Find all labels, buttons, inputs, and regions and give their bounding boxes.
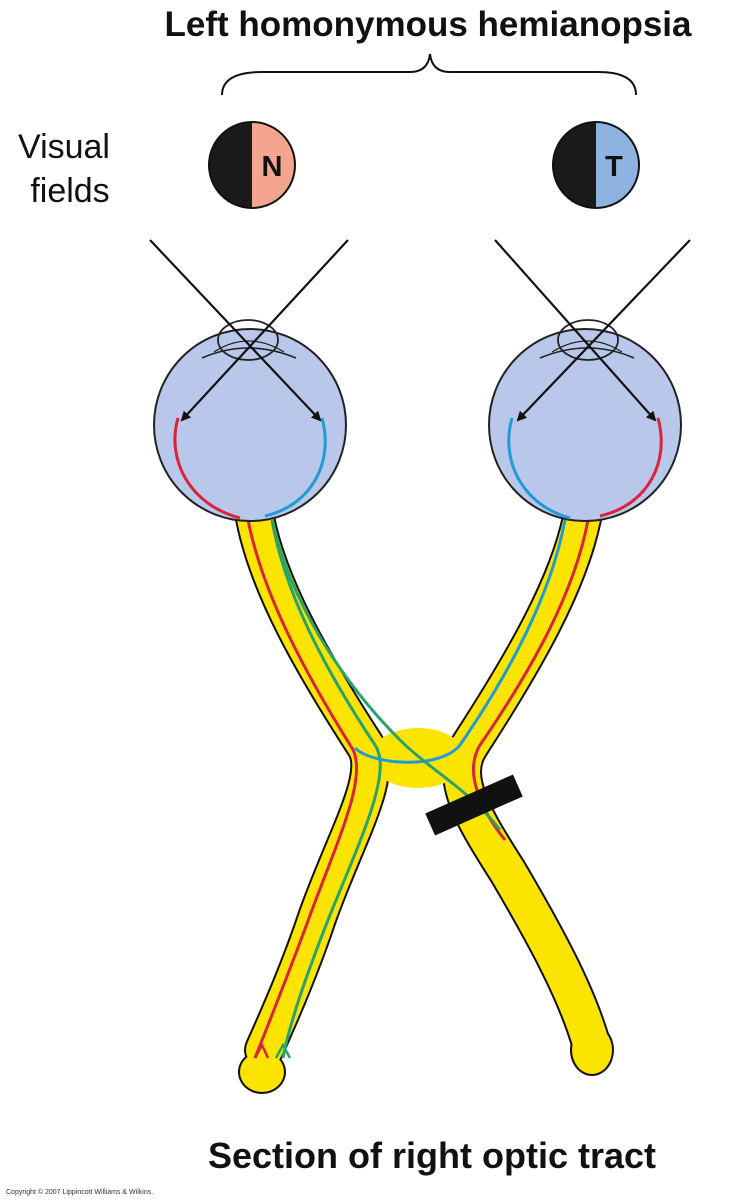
left-field-nasal-half — [252, 122, 295, 208]
diagram-title: Left homonymous hemianopsia — [165, 5, 693, 44]
left-field-blind-half — [209, 122, 252, 208]
left-eye-ray-1 — [149, 239, 322, 422]
optic-chiasm-pathway — [235, 498, 614, 1094]
left-eye-ray-2 — [180, 239, 349, 422]
right-field-temporal-half — [596, 122, 639, 208]
fields-label: fields — [30, 172, 109, 210]
lesion-caption: Section of right optic tract — [208, 1135, 656, 1176]
chiasm-center — [370, 728, 466, 788]
right-nasal-fibers — [353, 519, 567, 764]
right-retina-nasal — [507, 417, 571, 520]
right-field-letter: T — [605, 151, 623, 183]
left-temporal-fibers — [246, 519, 359, 1059]
left-eyeball — [149, 239, 349, 522]
left-eye-visual-field: N — [208, 121, 296, 209]
crossing-fibers-left — [270, 519, 382, 1059]
lesion-bar — [425, 774, 523, 836]
left-field-letter: N — [262, 151, 283, 183]
title-brace — [221, 53, 637, 96]
right-eyeball — [488, 239, 691, 522]
left-optic-nerve-tract — [237, 500, 389, 1068]
right-retina-temporal — [599, 417, 663, 518]
crossing-fibers-right — [270, 519, 502, 831]
left-retina-temporal — [173, 417, 241, 520]
right-eye-ray-2 — [516, 239, 691, 422]
visual-label: Visual — [18, 128, 110, 166]
copyright-notice: Copyright © 2007 Lippincott Williams & W… — [6, 1188, 153, 1196]
left-lateral-geniculate — [240, 1052, 284, 1092]
right-optic-nerve-tract — [444, 500, 608, 1058]
right-lens — [557, 319, 619, 361]
right-field-blind-half — [553, 122, 596, 208]
right-lateral-geniculate — [572, 1026, 612, 1074]
left-retina-nasal — [264, 417, 327, 518]
right-eye-ray-1 — [494, 239, 657, 422]
right-eye-visual-field: T — [552, 121, 640, 209]
left-lens — [217, 319, 279, 361]
